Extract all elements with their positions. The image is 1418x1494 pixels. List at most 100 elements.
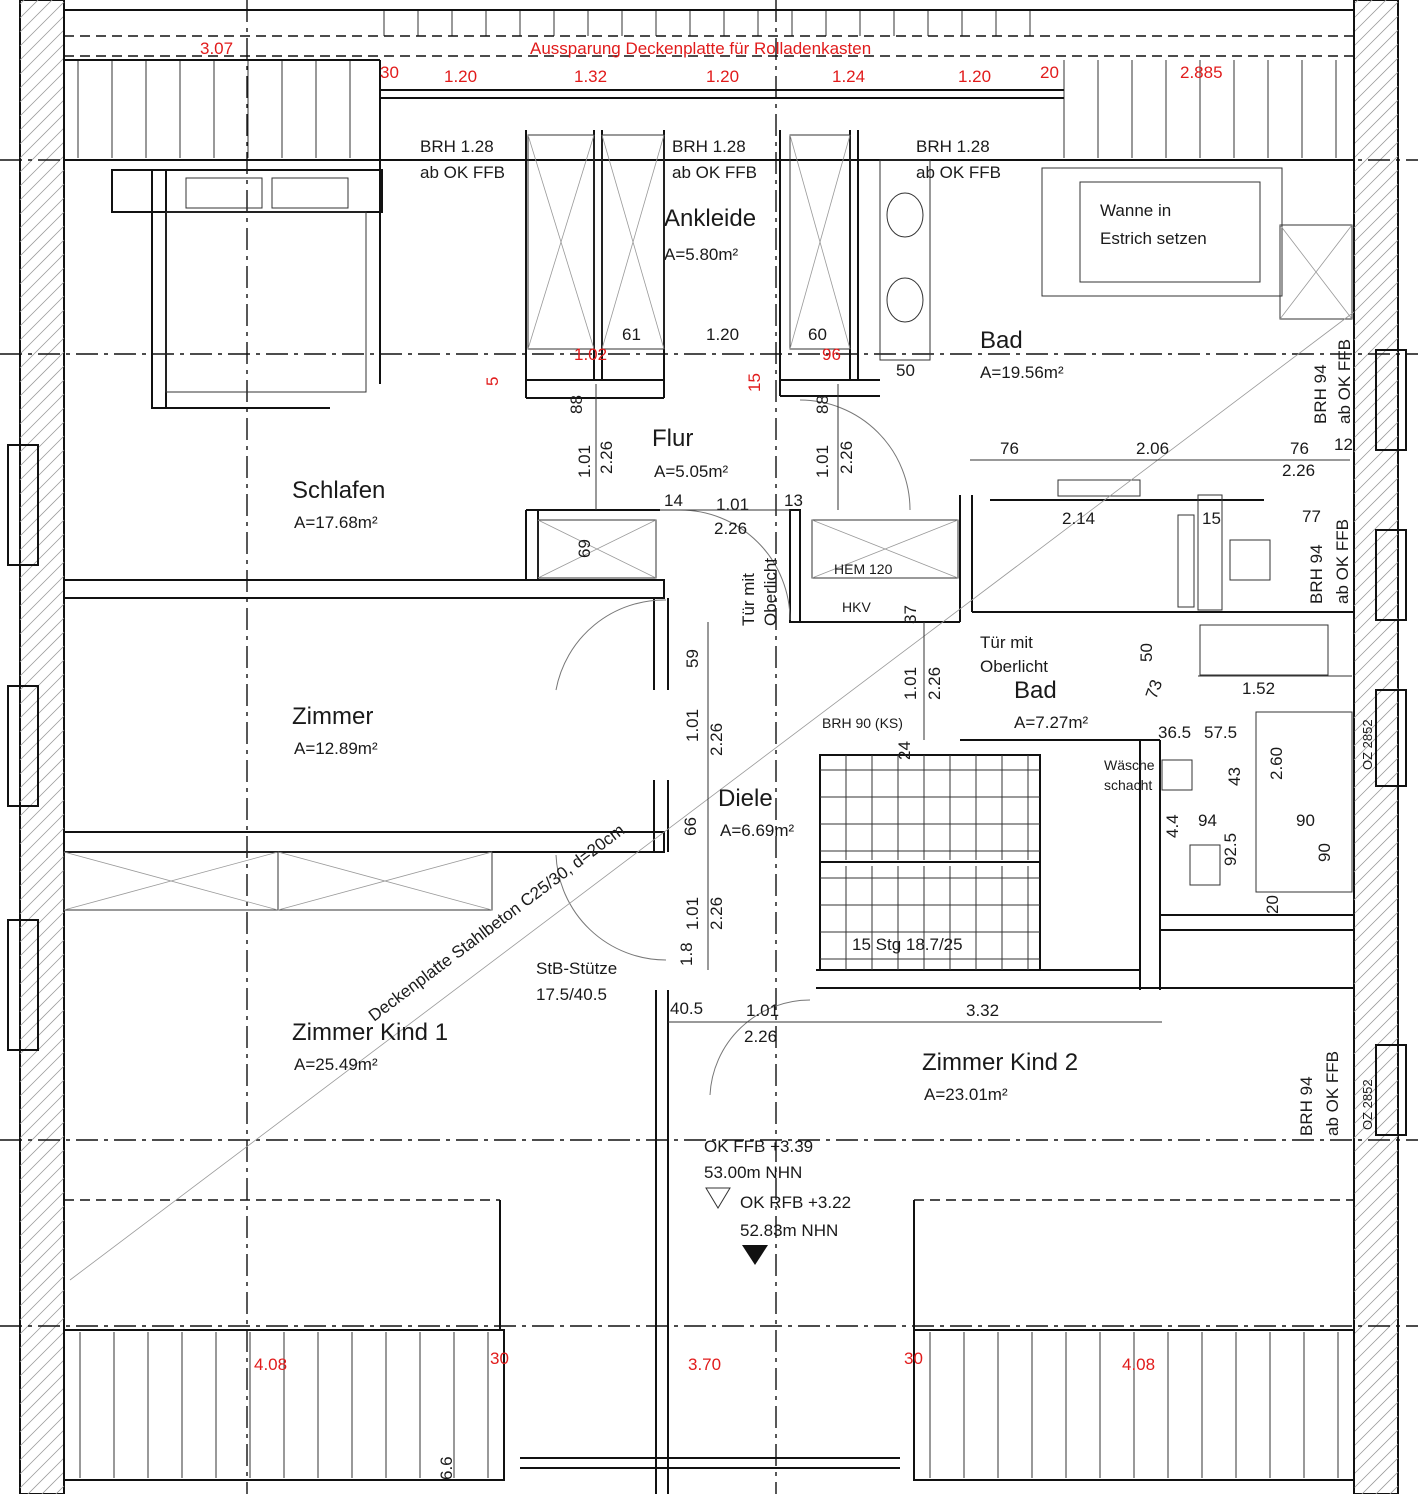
- drawing-line: [19, 855, 65, 901]
- wall-hatching: [19, 0, 1399, 1494]
- drawing-line: [19, 939, 65, 985]
- drawing-line: [1353, 827, 1399, 873]
- dim: 1.52: [1242, 679, 1275, 698]
- drawing-line: [19, 267, 65, 313]
- drawing-line: [1353, 659, 1399, 705]
- drawing-line: [1353, 939, 1399, 985]
- drawing-line: [19, 0, 39, 19]
- dim: 57.5: [1204, 723, 1237, 742]
- note-wanne-1: Wanne in: [1100, 201, 1171, 220]
- drawing-line: [19, 0, 53, 33]
- drawing-line: [19, 981, 65, 1027]
- drawing-line: [19, 141, 65, 187]
- room-area-kind-1: A=25.49m²: [294, 1055, 378, 1074]
- note-stuetze-2: 17.5/40.5: [536, 985, 607, 1004]
- dim: 1.01: [901, 667, 920, 700]
- drawing-line: [19, 309, 65, 355]
- drawing-line: [19, 1177, 65, 1223]
- drawing-line: [19, 659, 65, 705]
- drawing-line: [19, 463, 65, 509]
- dim: 50: [1137, 643, 1156, 662]
- drawing-line: [27, 1457, 65, 1494]
- drawing-line: [19, 1261, 65, 1307]
- drawing-line: [1353, 1121, 1399, 1167]
- dim-red: 5: [483, 377, 502, 386]
- drawing-line: [1353, 1331, 1399, 1377]
- drawing-line: [1353, 155, 1399, 201]
- drawing-line: [19, 337, 65, 383]
- drawing-line: [19, 1079, 65, 1125]
- dim: 1.01: [683, 709, 702, 742]
- drawing-line: [19, 57, 65, 103]
- drawing-line: [1353, 505, 1399, 551]
- room-name-flur: Flur: [652, 425, 693, 452]
- dim: 50: [896, 361, 915, 380]
- dim: 1.20: [706, 325, 739, 344]
- dim: 61: [622, 325, 641, 344]
- drawing-line: [19, 15, 65, 61]
- drawing-line: [1353, 645, 1399, 691]
- drawing-line: [55, 1485, 65, 1494]
- drawing-line: [19, 29, 65, 75]
- drawing-line: [19, 603, 65, 649]
- drawing-line: [19, 281, 65, 327]
- drawing-line: [19, 771, 65, 817]
- drawing-line: [19, 99, 65, 145]
- drawing-line: [1353, 295, 1399, 341]
- dimensions: 61 1.20 60 50 76 2.06 76 2.26 12 1.01 2.…: [437, 325, 1353, 1480]
- drawing-line: [1353, 897, 1399, 943]
- dim: 73: [1142, 677, 1166, 701]
- drawing-line: [1353, 631, 1399, 677]
- annotations: Aussparung Deckenplatte für Rolladenkast…: [365, 39, 1375, 1240]
- drawing-line: [1353, 911, 1399, 957]
- room-area-ankleide: A=5.80m²: [664, 245, 739, 264]
- drawing-line: [1353, 239, 1399, 285]
- roof-zone-bottom-right: [913, 1329, 1355, 1481]
- dim: 90: [1296, 811, 1315, 830]
- closets: [63, 134, 959, 911]
- note-wanne-2: Estrich setzen: [1100, 229, 1207, 248]
- dim: 76: [1290, 439, 1309, 458]
- note-brh-2: BRH 1.28: [672, 137, 746, 156]
- drawing-line: [19, 1009, 65, 1055]
- dim: 2.26: [744, 1027, 777, 1046]
- dim: 2.26: [707, 897, 726, 930]
- drawing-line: [19, 1163, 65, 1209]
- stairs: [819, 754, 1041, 971]
- drawing-line: [1353, 463, 1399, 509]
- drawing-line: [1353, 1205, 1399, 1251]
- drawing-line: [19, 1331, 65, 1377]
- roof-rafters-top: [77, 10, 1337, 158]
- drawing-line: [19, 295, 65, 341]
- drawing-line: [19, 1373, 65, 1419]
- drawing-line: [19, 883, 65, 929]
- dim: 14: [664, 491, 683, 510]
- drawing-line: [1353, 1261, 1399, 1307]
- drawing-line: [1353, 1219, 1399, 1265]
- drawing-line: [1353, 1191, 1399, 1237]
- drawing-line: [19, 1317, 65, 1363]
- room-name-kind-1: Zimmer Kind 1: [292, 1019, 448, 1046]
- drawing-line: [1353, 0, 1373, 19]
- note-brh-3: BRH 1.28: [916, 137, 990, 156]
- dim: 90: [1315, 843, 1334, 862]
- drawing-line: [1353, 1149, 1399, 1195]
- drawing-line: [1353, 1177, 1399, 1223]
- dim: 3.32: [966, 1001, 999, 1020]
- note-brh94-3: BRH 94: [1297, 1076, 1316, 1136]
- drawing-line: [1353, 477, 1399, 523]
- dim-red: 1.32: [574, 67, 607, 86]
- dim: 40.5: [670, 999, 703, 1018]
- drawing-line: [19, 897, 65, 943]
- drawing-line: [19, 225, 65, 271]
- drawing-line: [1375, 1471, 1399, 1494]
- drawing-line: [19, 995, 65, 1041]
- drawing-line: [1353, 1247, 1399, 1293]
- drawing-line: [19, 673, 65, 719]
- dim-red: 4.08: [1122, 1355, 1155, 1374]
- dim: 88: [813, 395, 832, 414]
- note-aussparung: Aussparung Deckenplatte für Rolladenkast…: [530, 39, 871, 58]
- drawing-line: [19, 1051, 65, 1097]
- drawing-line: [19, 869, 65, 915]
